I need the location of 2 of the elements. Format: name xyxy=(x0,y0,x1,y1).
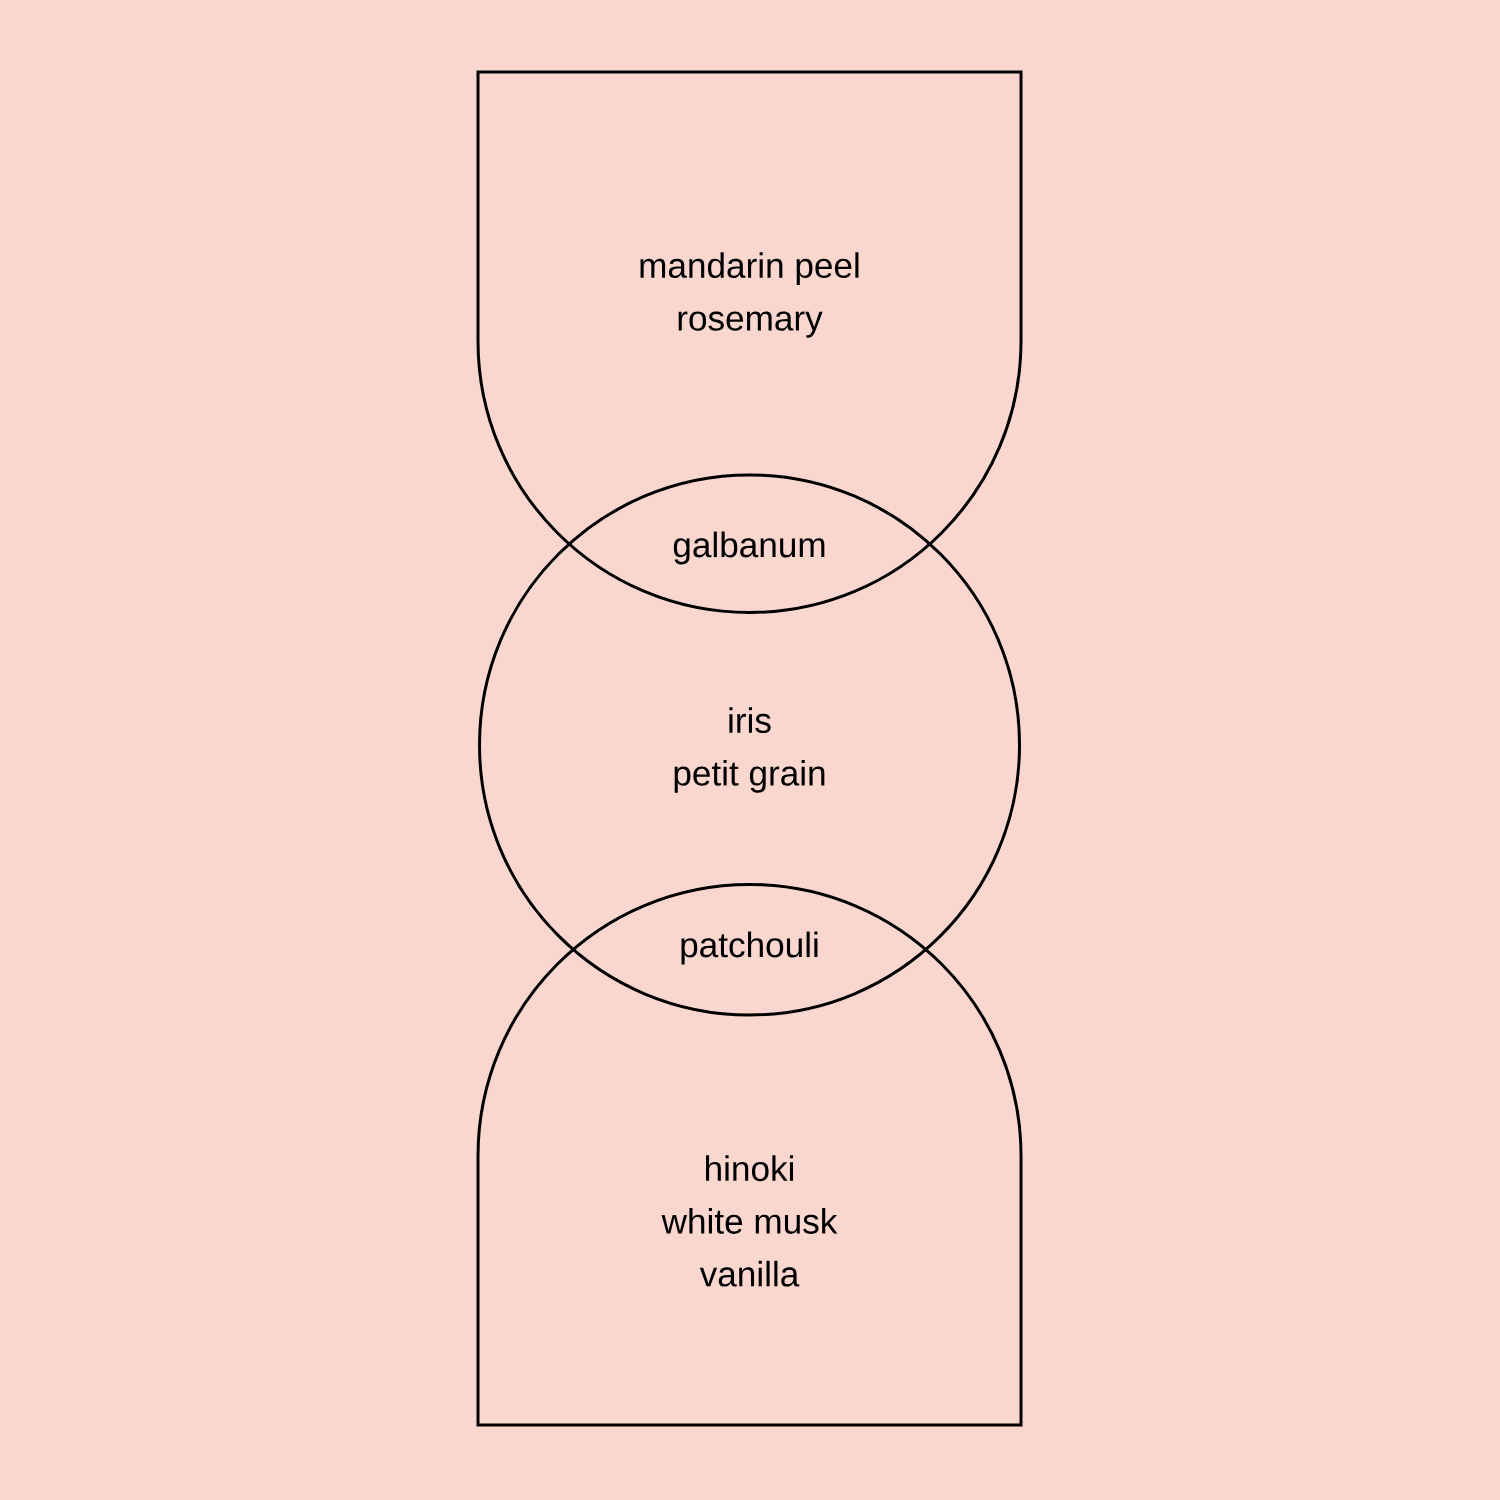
ingredient-label: galbanum xyxy=(673,531,825,565)
ingredient-label: patchouli xyxy=(681,931,818,965)
